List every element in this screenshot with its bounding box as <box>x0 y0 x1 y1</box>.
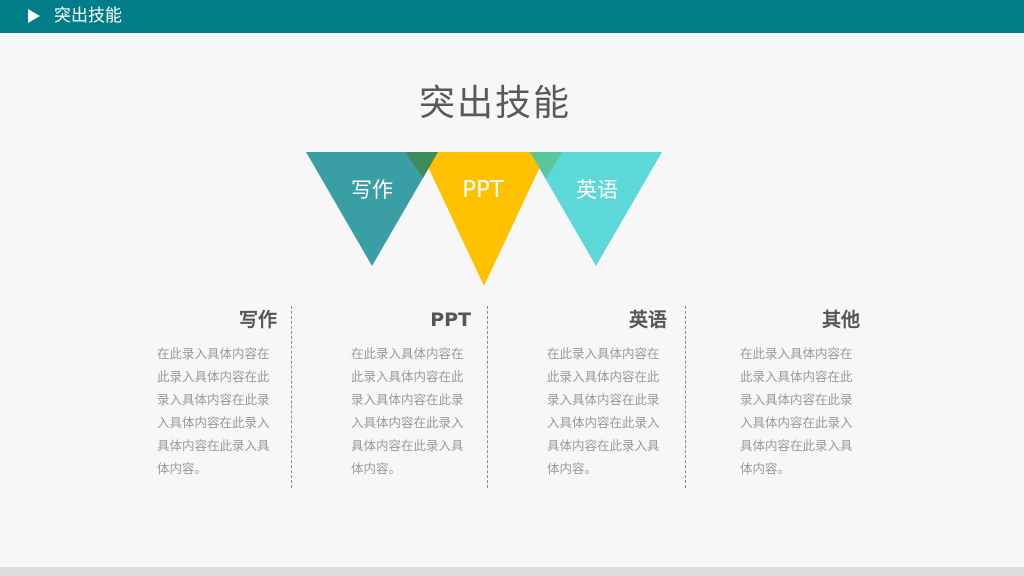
triangle-english <box>530 152 662 266</box>
triangle-label-ppt: PPT <box>462 177 504 203</box>
dashed-divider <box>685 306 686 488</box>
triangle-overlap-left <box>405 152 438 178</box>
column-body: 在此录入具体内容在此录入具体内容在此录入具体内容在此录入具体内容在此录入具体内容… <box>740 346 853 476</box>
triangle-overlap-right <box>530 152 562 179</box>
column-heading: 其他 <box>821 309 860 331</box>
column-heading: 写作 <box>238 309 277 331</box>
dashed-divider <box>487 306 488 488</box>
triangle-label-writing: 写作 <box>351 178 393 202</box>
column-body: 在此录入具体内容在此录入具体内容在此录入具体内容在此录入具体内容在此录入具体内容… <box>351 346 464 476</box>
triangle-label-english: 英语 <box>576 178 618 202</box>
column-heading: PPT <box>430 309 471 331</box>
triangle-writing <box>306 152 438 266</box>
skill-column-english: 英语 在此录入具体内容在此录入具体内容在此录入具体内容在此录入具体内容在此录入具… <box>547 306 667 480</box>
header-title: 突出技能 <box>54 6 122 26</box>
skill-column-ppt: PPT 在此录入具体内容在此录入具体内容在此录入具体内容在此录入具体内容在此录入… <box>351 306 471 480</box>
column-body: 在此录入具体内容在此录入具体内容在此录入具体内容在此录入具体内容在此录入具体内容… <box>157 346 270 476</box>
header-bar: 突出技能 <box>0 0 1024 33</box>
column-body: 在此录入具体内容在此录入具体内容在此录入具体内容在此录入具体内容在此录入具体内容… <box>547 346 660 476</box>
skill-column-writing: 写作 在此录入具体内容在此录入具体内容在此录入具体内容在此录入具体内容在此录入具… <box>157 306 277 480</box>
dashed-divider <box>291 306 292 488</box>
bottom-bar <box>0 567 1024 576</box>
slide-title: 突出技能 <box>418 83 571 124</box>
triangle-ppt <box>421 152 547 286</box>
skill-column-other: 其他 在此录入具体内容在此录入具体内容在此录入具体内容在此录入具体内容在此录入具… <box>740 306 860 480</box>
play-arrow-icon <box>28 9 40 23</box>
column-heading: 英语 <box>628 309 667 331</box>
